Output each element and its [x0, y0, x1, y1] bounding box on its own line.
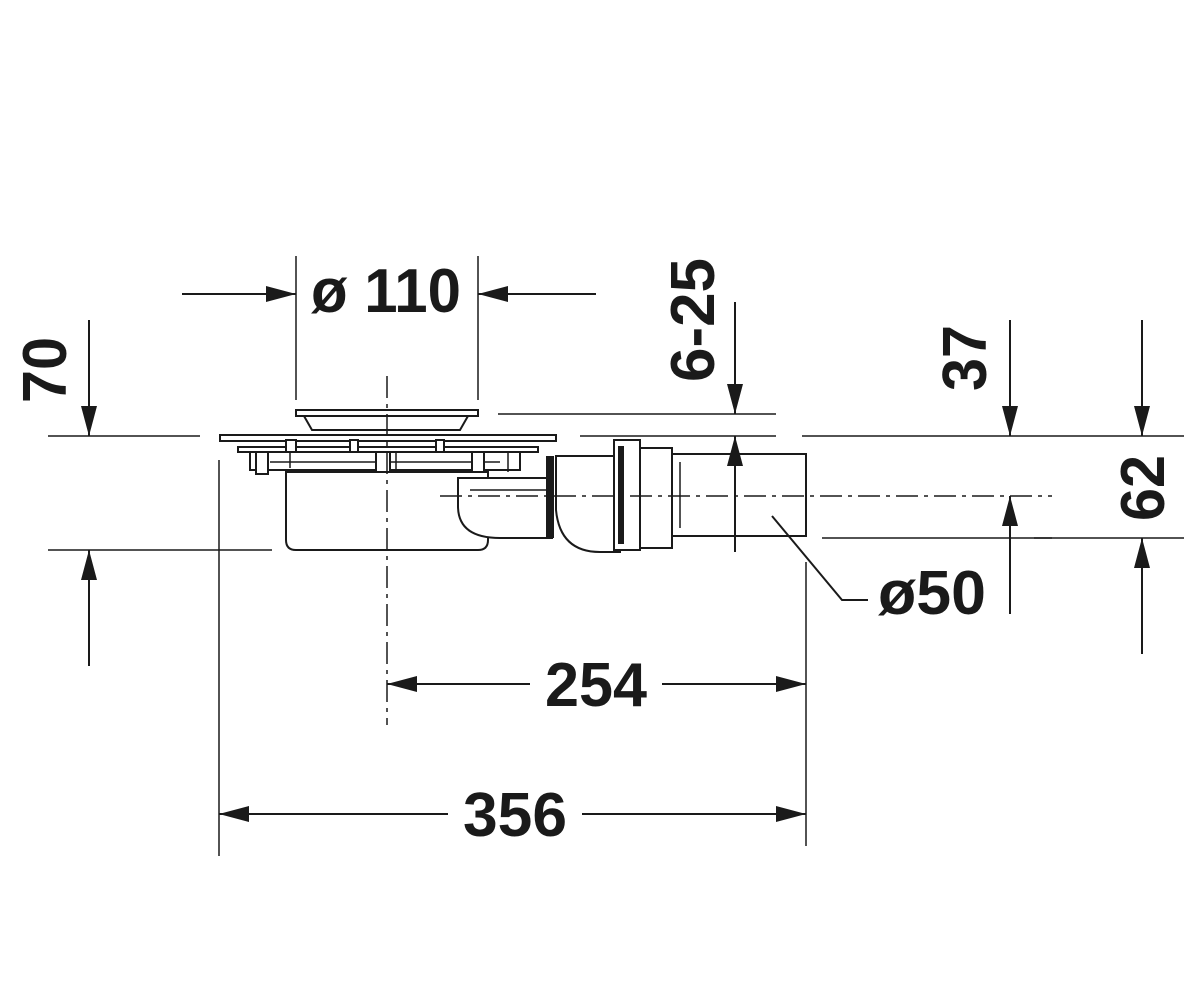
depth-37-label: 37 — [931, 325, 1000, 391]
length-356-label: 356 — [463, 781, 567, 850]
drain-diameter-label: ø 110 — [311, 257, 461, 326]
height-62-label: 62 — [1109, 455, 1178, 521]
length-254-label: 254 — [545, 651, 648, 720]
extension-lines — [48, 256, 1184, 856]
dimension-lines — [81, 286, 1150, 822]
outlet-diameter-label: ø50 — [878, 559, 986, 628]
center-lines — [386, 376, 1052, 725]
top-height-label: 70 — [11, 337, 80, 403]
shower-drain-body — [219, 409, 807, 553]
adjust-range-label: 6-25 — [659, 258, 728, 382]
